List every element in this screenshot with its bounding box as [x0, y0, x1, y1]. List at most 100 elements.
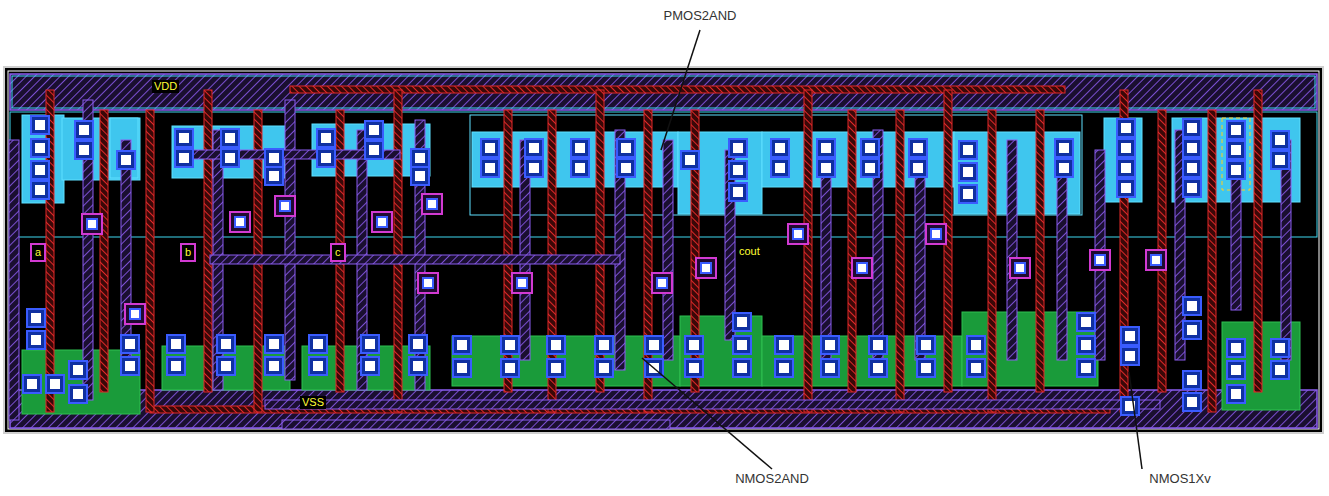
contact-cut	[1227, 141, 1245, 159]
contact-cut	[599, 363, 609, 373]
contact-cut	[685, 155, 695, 165]
contact-cut	[1187, 183, 1197, 193]
contact-cut	[1183, 393, 1201, 411]
contact-cut	[365, 361, 375, 371]
poly-gate	[146, 110, 154, 412]
contact-cut	[1059, 163, 1069, 173]
contact-cut	[69, 361, 87, 379]
contact-cut	[415, 153, 425, 163]
poly-contact	[422, 194, 442, 214]
cell-boundary	[4, 67, 1323, 433]
poly-contact	[275, 196, 295, 216]
contact-cut	[265, 167, 283, 185]
contact-cut	[411, 149, 429, 167]
metal1-wire	[1007, 140, 1017, 360]
contact-cut	[529, 143, 539, 153]
metal1-wire	[821, 140, 831, 360]
poly-contact	[1151, 255, 1161, 265]
contact-cut	[411, 167, 429, 185]
contact-cut	[1121, 347, 1139, 365]
contact-cut	[1275, 155, 1285, 165]
contact-cut	[1059, 143, 1069, 153]
poly-gate	[988, 110, 996, 412]
contact-cut	[775, 163, 785, 173]
contact-cut	[1231, 125, 1241, 135]
contact-cut	[485, 163, 495, 173]
contact-cut	[1125, 351, 1135, 361]
contact-cut	[321, 153, 331, 163]
contact-cut	[1231, 389, 1241, 399]
contact-cut	[485, 143, 495, 153]
contact-cut	[35, 185, 45, 195]
poly-contact	[852, 258, 872, 278]
contact-cut	[599, 340, 609, 350]
contact-cut	[1125, 331, 1135, 341]
contact-cut	[1055, 159, 1073, 177]
contact-cut	[31, 139, 49, 157]
callout-text: NMOS2AND	[733, 471, 811, 487]
poly-gate	[204, 90, 212, 392]
contact-cut	[31, 335, 41, 345]
contact-cut	[73, 365, 83, 375]
contact-cut	[733, 165, 743, 175]
pin-label: b	[180, 243, 196, 262]
contact-cut	[1183, 321, 1201, 339]
contact-cut	[825, 363, 835, 373]
contact-cut	[409, 335, 427, 353]
poly-contact	[130, 309, 140, 319]
poly-contact	[657, 278, 667, 288]
contact-cut	[31, 313, 41, 323]
contact-cut	[1187, 301, 1197, 311]
contact-cut	[1183, 159, 1201, 177]
contact-cut	[575, 143, 585, 153]
contact-cut	[167, 357, 185, 375]
contact-cut	[1187, 375, 1197, 385]
contact-cut	[917, 336, 935, 354]
contact-cut	[529, 163, 539, 173]
contact-cut	[817, 159, 835, 177]
contact-cut	[595, 336, 613, 354]
metal1-wire	[282, 420, 670, 429]
contact-cut	[571, 139, 589, 157]
poly-contact	[280, 201, 290, 211]
contact-cut	[125, 339, 135, 349]
metal1-wire	[265, 400, 1160, 409]
contact-cut	[1227, 385, 1245, 403]
contact-cut	[79, 125, 89, 135]
contact-cut	[575, 163, 585, 173]
poly-contact	[1095, 255, 1105, 265]
contact-cut	[689, 363, 699, 373]
contact-cut	[1231, 145, 1241, 155]
contact-cut	[865, 143, 875, 153]
contact-cut	[1187, 163, 1197, 173]
cell-inner-boundary	[8, 71, 1319, 429]
contact-cut	[861, 139, 879, 157]
contact-cut	[269, 361, 279, 371]
contact-cut	[481, 139, 499, 157]
contact-cut	[317, 149, 335, 167]
contact-cut	[369, 125, 379, 135]
contact-cut	[369, 145, 379, 155]
poly-contact	[517, 278, 527, 288]
metal1-wire	[1231, 150, 1241, 310]
contact-cut	[309, 335, 327, 353]
contact-cut	[1231, 165, 1241, 175]
metal1-wire	[9, 140, 19, 420]
contact-cut	[23, 375, 41, 393]
poly-contact	[418, 273, 438, 293]
poly-contact	[82, 214, 102, 234]
metal1-wire	[1095, 150, 1105, 360]
contact-cut	[265, 357, 283, 375]
contact-cut	[733, 143, 743, 153]
contact-cut	[1227, 121, 1245, 139]
poly-contact	[793, 229, 803, 239]
poly-contact	[377, 217, 387, 227]
contact-cut	[1227, 361, 1245, 379]
contact-cut	[31, 181, 49, 199]
contact-cut	[1271, 339, 1289, 357]
contact-cut	[737, 340, 747, 350]
contact-cut	[221, 361, 231, 371]
contact-cut	[221, 129, 239, 147]
callout-text: NMOS1Xv	[1147, 471, 1212, 487]
pin-label: a	[30, 243, 46, 262]
